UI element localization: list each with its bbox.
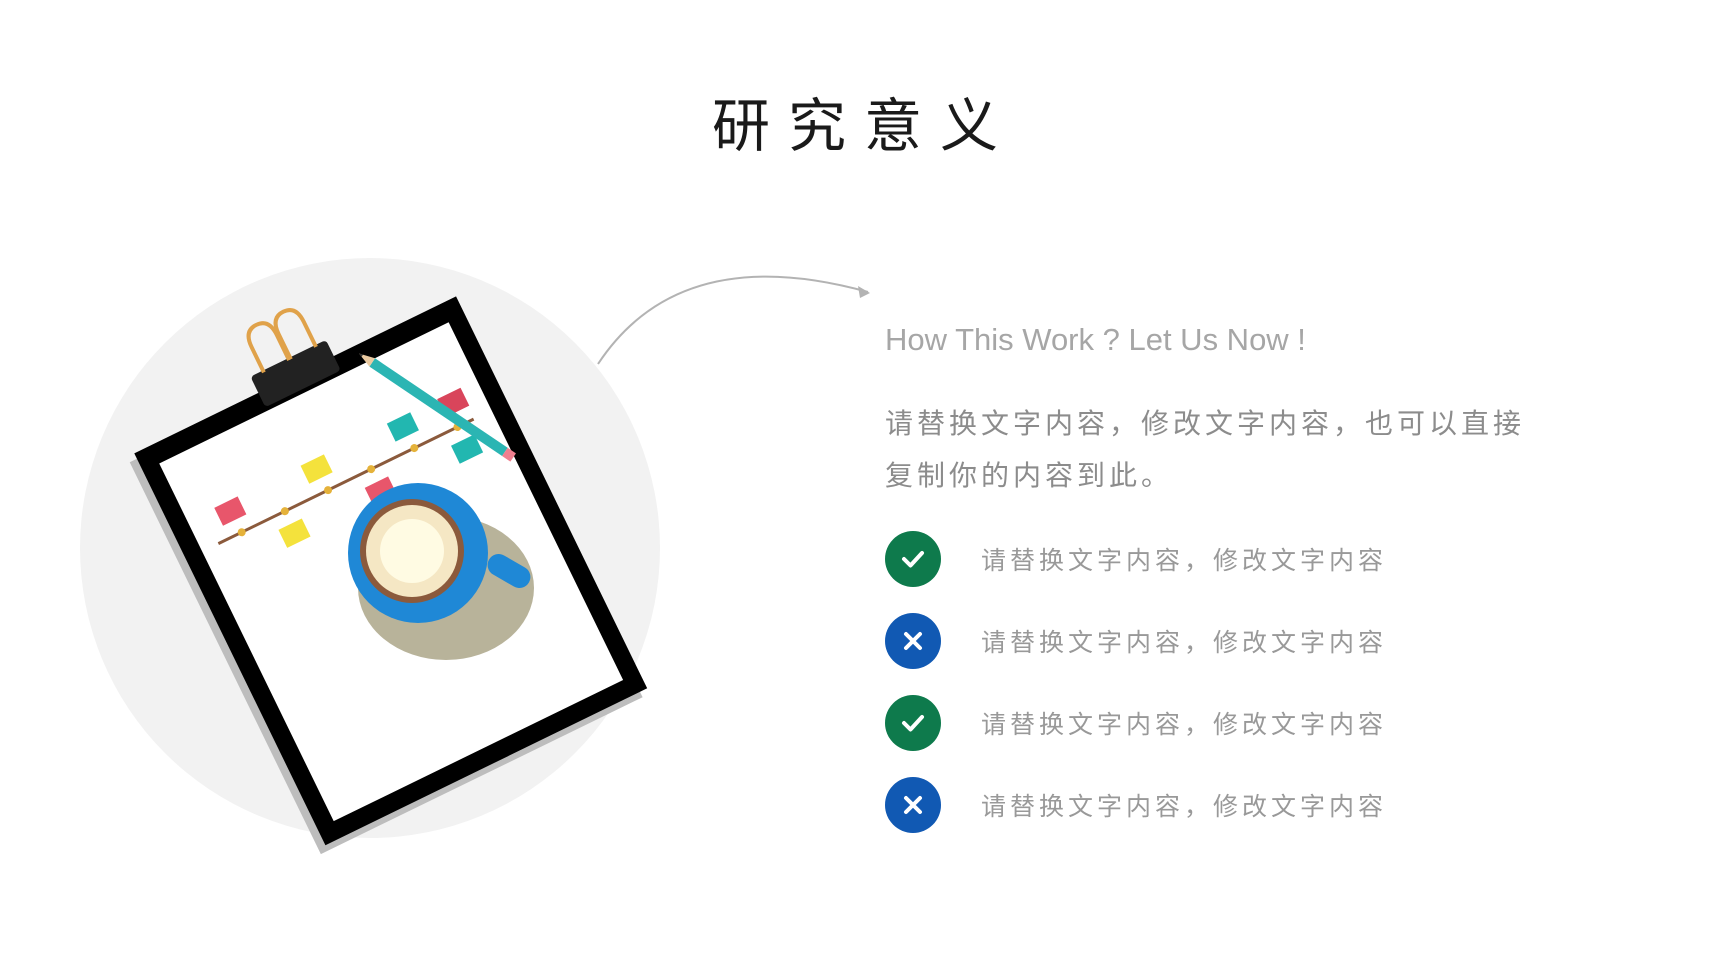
pencil-icon <box>358 353 516 462</box>
close-icon <box>904 796 922 814</box>
list-item-text: 请替换文字内容，修改文字内容 <box>981 710 1388 739</box>
curved-arrow-icon <box>597 275 869 365</box>
timeline-card <box>364 476 397 506</box>
list-item: 请替换文字内容，修改文字内容 <box>885 695 1387 751</box>
check-icon <box>902 551 924 568</box>
binder-clip-icon <box>251 341 340 406</box>
cross-badge <box>885 777 941 833</box>
check-badge <box>885 695 941 751</box>
coffee-cup-icon <box>348 483 534 660</box>
timeline-card <box>300 454 333 484</box>
timeline-card <box>278 518 311 548</box>
page-title: 研究意义 <box>711 91 1016 160</box>
check-badge <box>885 531 941 587</box>
point-list: 请替换文字内容，修改文字内容 请替换文字内容，修改文字内容 请替换文字内容，修改… <box>885 531 1387 859</box>
list-item: 请替换文字内容，修改文字内容 <box>885 777 1387 833</box>
list-item-text: 请替换文字内容，修改文字内容 <box>981 628 1388 657</box>
list-item: 请替换文字内容，修改文字内容 <box>885 613 1387 669</box>
timeline-card <box>214 496 247 526</box>
list-item: 请替换文字内容，修改文字内容 <box>885 531 1387 587</box>
list-item-text: 请替换文字内容，修改文字内容 <box>981 792 1388 821</box>
cross-badge <box>885 613 941 669</box>
check-icon <box>902 715 924 732</box>
subtitle: How This Work ? Let Us Now ! <box>885 322 1306 357</box>
timeline-card <box>386 412 419 442</box>
close-icon <box>904 632 922 650</box>
list-item-text: 请替换文字内容，修改文字内容 <box>981 546 1388 575</box>
arrow-head-icon <box>858 286 870 298</box>
description-text: 请替换文字内容，修改文字内容，也可以直接复制你的内容到此。 <box>885 407 1526 492</box>
timeline-card <box>451 434 484 464</box>
